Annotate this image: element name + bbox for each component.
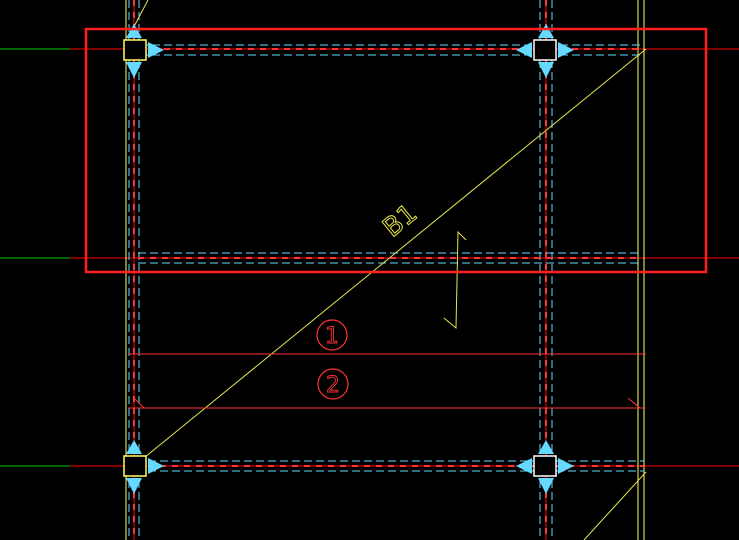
slab-b1[interactable]: B1: [127, 0, 647, 540]
grid-bubble-1-label: 1: [325, 324, 339, 349]
grip-top-right-up-icon[interactable]: [538, 24, 554, 38]
grip-bottom-right-left-icon[interactable]: [516, 458, 532, 474]
grip-top-left-up-icon[interactable]: [126, 24, 142, 38]
grid-bubble-2-circle: [317, 368, 349, 400]
grip-bottom-left-up-icon[interactable]: [126, 440, 142, 454]
slab-diagonal-line: [133, 48, 647, 467]
selection-box[interactable]: [84, 27, 708, 274]
slab-diagonal-bottom-stub: [583, 471, 647, 540]
column-top-left-icon[interactable]: [123, 39, 147, 61]
column-bottom-left-icon[interactable]: [123, 455, 147, 477]
grid-bubble-1[interactable]: 1: [316, 319, 348, 351]
grip-top-left-down-icon[interactable]: [126, 62, 142, 78]
grip-bottom-left-right-icon[interactable]: [148, 458, 164, 474]
grip-bottom-right-down-icon[interactable]: [538, 478, 554, 494]
column-bottom-right-icon[interactable]: [533, 455, 557, 477]
grid-annotations: 1 2: [128, 319, 646, 409]
rebar-marker-icon: [443, 230, 467, 330]
columns[interactable]: [123, 39, 557, 477]
grid-bubble-1-circle: [316, 319, 348, 351]
grip-top-left-right-icon[interactable]: [148, 42, 164, 58]
column-top-right-icon[interactable]: [533, 39, 557, 61]
dimension-tick-right: [627, 397, 641, 409]
grip-top-right-down-icon[interactable]: [538, 62, 554, 78]
dimension-tick-left: [133, 397, 145, 409]
grid-bubble-2[interactable]: 2: [317, 368, 349, 400]
grip-bottom-right-right-icon[interactable]: [558, 458, 574, 474]
grip-bottom-right-up-icon[interactable]: [538, 440, 554, 454]
vertical-beams[interactable]: [125, 0, 645, 540]
grips[interactable]: [126, 24, 574, 494]
grid-bubble-2-label: 2: [326, 373, 340, 398]
grip-top-right-right-icon[interactable]: [558, 42, 574, 58]
grip-top-right-left-icon[interactable]: [516, 42, 532, 58]
grip-bottom-left-down-icon[interactable]: [126, 478, 142, 494]
